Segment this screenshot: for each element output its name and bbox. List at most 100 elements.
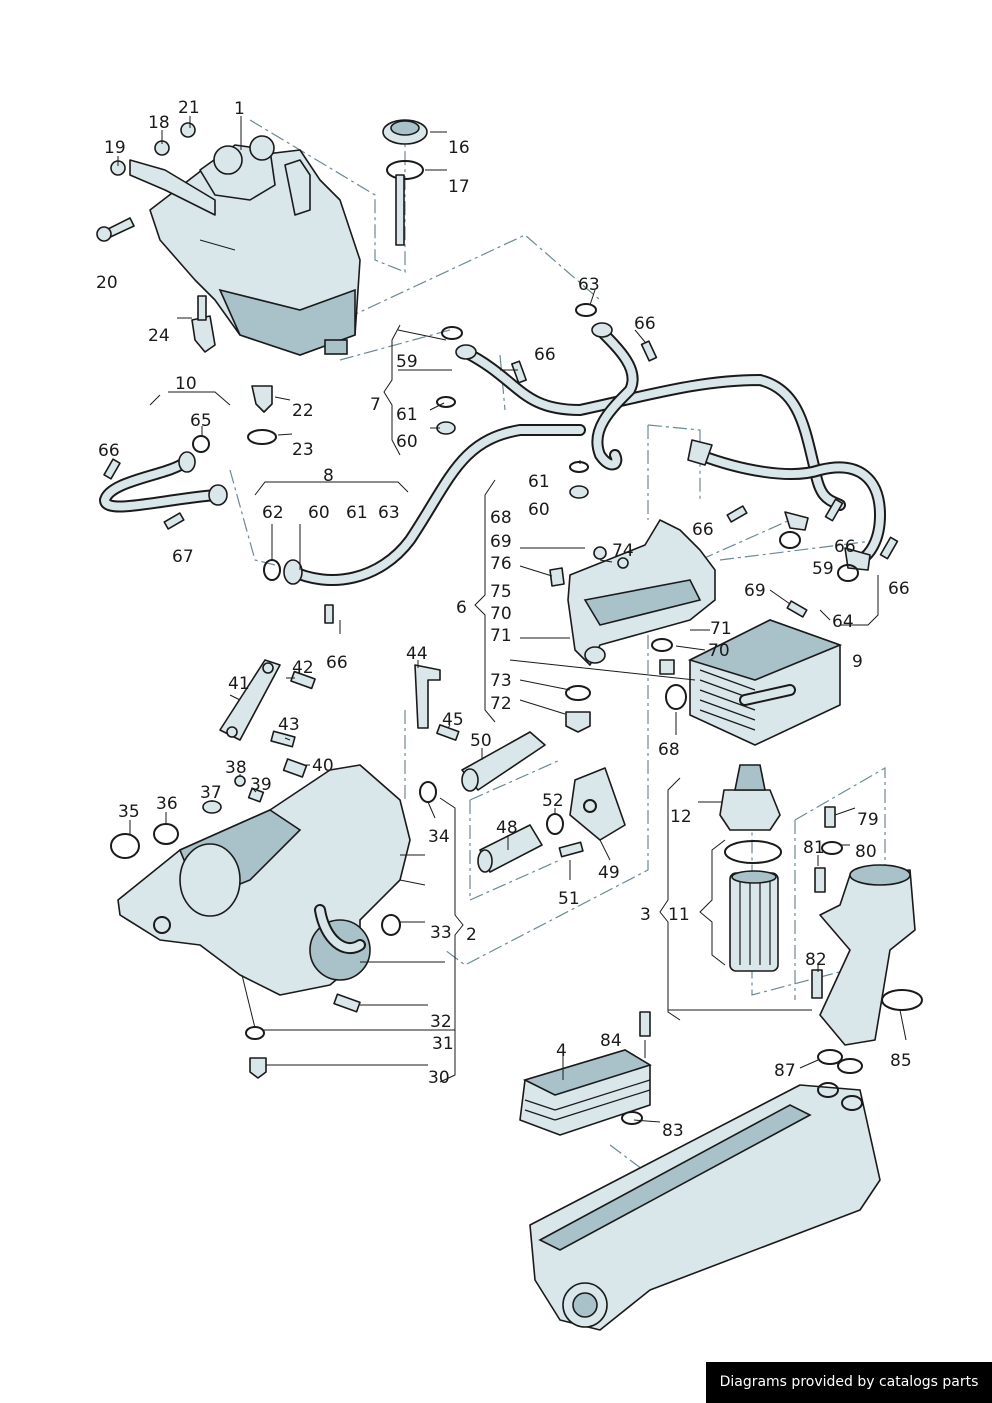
- callout-52: 52: [542, 791, 564, 811]
- callout-74: 74: [612, 541, 634, 561]
- callout-62: 62: [262, 503, 284, 523]
- callout-24: 24: [148, 326, 170, 346]
- callout-69a: 69: [490, 532, 512, 552]
- callout-12: 12: [670, 807, 692, 827]
- callout-19: 19: [104, 138, 126, 158]
- callout-59a: 59: [396, 352, 418, 372]
- callout-66f: 66: [834, 537, 856, 557]
- callout-71a: 71: [490, 626, 512, 646]
- callout-83: 83: [662, 1121, 684, 1141]
- callout-33: 33: [430, 923, 452, 943]
- callout-60a: 60: [396, 432, 418, 452]
- callout-61a: 61: [396, 405, 418, 425]
- coolant-hoses: [99, 322, 886, 586]
- callout-34: 34: [428, 827, 450, 847]
- callout-45: 45: [442, 710, 464, 730]
- callout-50: 50: [470, 731, 492, 751]
- callout-84: 84: [600, 1031, 622, 1051]
- filler-cap: [382, 119, 428, 246]
- callout-labels: 1 2 3 4 6 7 8 9 10 11 12 16 17 18 19 20 …: [96, 98, 912, 1141]
- callout-2: 2: [466, 925, 477, 945]
- filter-housing: [811, 806, 923, 1074]
- callout-70a: 70: [490, 604, 512, 624]
- callout-31: 31: [432, 1034, 454, 1054]
- callout-59b: 59: [812, 559, 834, 579]
- callout-71b: 71: [710, 619, 732, 639]
- expansion-tank: [129, 135, 361, 356]
- callout-21: 21: [178, 98, 200, 118]
- callout-66e: 66: [692, 520, 714, 540]
- callout-3: 3: [640, 905, 651, 925]
- callout-63a: 63: [378, 503, 400, 523]
- callout-22: 22: [292, 401, 314, 421]
- callout-70b: 70: [708, 641, 730, 661]
- callout-87: 87: [774, 1061, 796, 1081]
- callout-48: 48: [496, 818, 518, 838]
- callout-51: 51: [558, 889, 580, 909]
- callout-36: 36: [156, 794, 178, 814]
- callout-81: 81: [803, 838, 825, 858]
- callout-85: 85: [890, 1051, 912, 1071]
- callout-43: 43: [278, 715, 300, 735]
- callout-1: 1: [234, 99, 245, 119]
- oil-cooler: [665, 619, 843, 746]
- callout-72: 72: [490, 694, 512, 714]
- callout-66d: 66: [634, 314, 656, 334]
- callout-8: 8: [323, 466, 334, 486]
- turbo-small-parts: [202, 659, 626, 936]
- callout-41: 41: [228, 674, 250, 694]
- callout-60b: 60: [308, 503, 330, 523]
- hose-fasteners: [103, 303, 899, 624]
- callout-66g: 66: [888, 579, 910, 599]
- callout-82: 82: [805, 950, 827, 970]
- callout-39: 39: [250, 775, 272, 795]
- callout-63b: 63: [578, 275, 600, 295]
- credit-banner: Diagrams provided by catalogs parts: [706, 1362, 992, 1403]
- callout-20: 20: [96, 273, 118, 293]
- callout-10: 10: [175, 374, 197, 394]
- callout-75: 75: [490, 582, 512, 602]
- callout-23: 23: [292, 440, 314, 460]
- callout-66b: 66: [326, 653, 348, 673]
- callout-49: 49: [598, 863, 620, 883]
- callout-73: 73: [490, 671, 512, 691]
- callout-66a: 66: [98, 441, 120, 461]
- engine-housing: [529, 1082, 881, 1331]
- leader-lines: [117, 116, 907, 1123]
- callout-65: 65: [190, 411, 212, 431]
- callout-11: 11: [668, 905, 690, 925]
- callout-68a: 68: [490, 508, 512, 528]
- oil-filter: [719, 764, 782, 972]
- callout-66c: 66: [534, 345, 556, 365]
- callout-42: 42: [292, 658, 314, 678]
- callout-61c: 61: [528, 472, 550, 492]
- callout-4: 4: [556, 1041, 567, 1061]
- callout-67: 67: [172, 547, 194, 567]
- callout-17: 17: [448, 177, 470, 197]
- engine-oil-cooler: [519, 1011, 652, 1136]
- callout-44: 44: [406, 644, 428, 664]
- callout-7: 7: [370, 395, 381, 415]
- callout-9: 9: [852, 652, 863, 672]
- callout-76: 76: [490, 554, 512, 574]
- callout-79: 79: [857, 810, 879, 830]
- callout-69b: 69: [744, 581, 766, 601]
- callout-30: 30: [428, 1068, 450, 1088]
- oil-cooler-bracket: [549, 519, 716, 733]
- callout-60c: 60: [528, 500, 550, 520]
- turbocharger: [110, 764, 411, 1079]
- callout-32: 32: [430, 1012, 452, 1032]
- callout-18: 18: [148, 113, 170, 133]
- callout-38: 38: [225, 758, 247, 778]
- callout-40: 40: [312, 756, 334, 776]
- callout-68b: 68: [658, 740, 680, 760]
- callout-35: 35: [118, 802, 140, 822]
- callout-80: 80: [855, 842, 877, 862]
- callout-37: 37: [200, 783, 222, 803]
- callout-6: 6: [456, 598, 467, 618]
- callout-16: 16: [448, 138, 470, 158]
- callout-61b: 61: [346, 503, 368, 523]
- tank-fasteners: [96, 122, 277, 445]
- callout-64: 64: [832, 612, 854, 632]
